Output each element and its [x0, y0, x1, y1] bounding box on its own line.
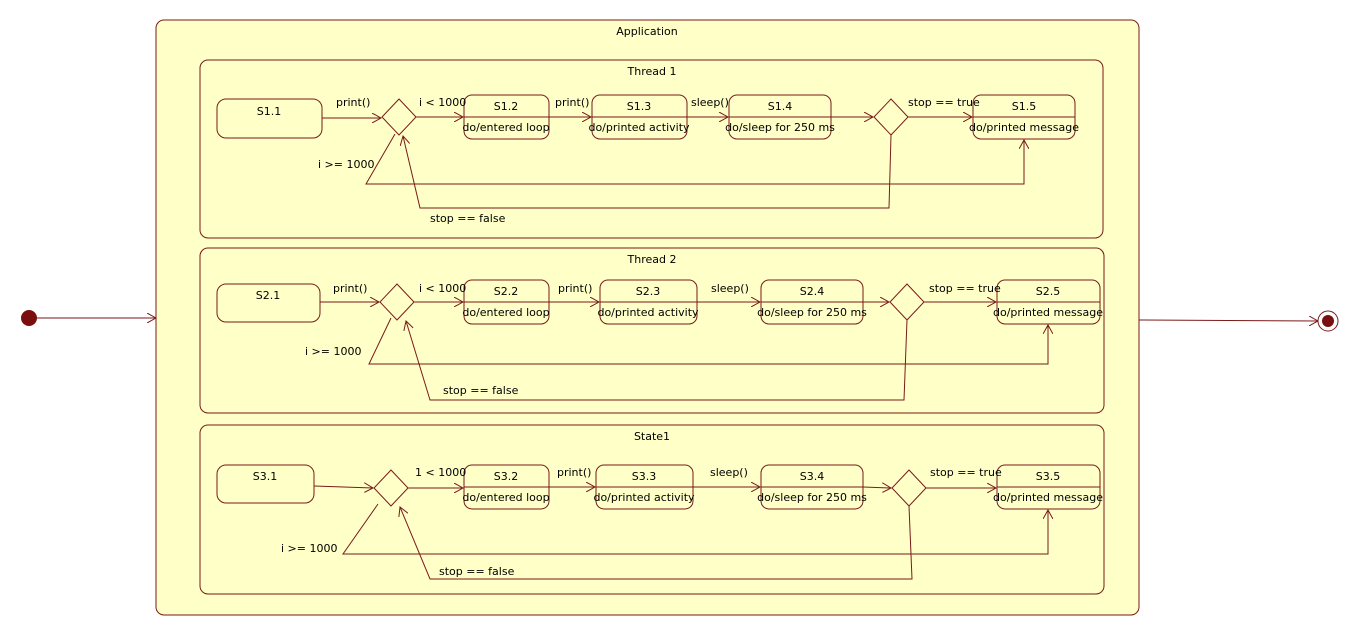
region-thread-1: Thread 1 S1.1 S1.2 do/entered loop S1.3 … — [199, 59, 1104, 239]
state-s3-3-activity: do/printed activity — [593, 491, 695, 504]
choice-3-1[interactable] — [373, 469, 409, 507]
choice-2-1[interactable] — [379, 283, 415, 321]
state-s2-1-name: S2.1 — [256, 289, 280, 302]
thread-1-label-stop-false: stop == false — [430, 212, 506, 225]
thread-1-label-exit: i >= 1000 — [318, 158, 374, 171]
state-s1-5-name: S1.5 — [1012, 100, 1036, 113]
region-thread-2: Thread 2 S2.1 S2.2 do/entered loop S2.3 … — [199, 247, 1105, 414]
state1-label-exit: i >= 1000 — [281, 542, 337, 555]
state-s2-5-activity: do/printed message — [993, 306, 1103, 319]
thread-1-label-print2: print() — [555, 96, 589, 109]
state-s3-1[interactable] — [216, 464, 315, 504]
state1-label-cond: 1 < 1000 — [415, 466, 466, 479]
initial-node[interactable] — [21, 310, 37, 326]
state-s2-3-activity: do/printed activity — [597, 306, 699, 319]
thread-1-label-print1: print() — [336, 96, 370, 109]
state-s3-4-activity: do/sleep for 250 ms — [757, 491, 867, 504]
thread-2-label-exit: i >= 1000 — [305, 345, 361, 358]
state-s1-2-name: S1.2 — [494, 100, 518, 113]
final-node[interactable] — [1322, 315, 1334, 327]
thread-2-title: Thread 2 — [627, 253, 677, 266]
thread-1-label-sleep: sleep() — [691, 96, 729, 109]
state-s3-5-activity: do/printed message — [993, 491, 1103, 504]
state-s3-2-activity: do/entered loop — [462, 491, 549, 504]
state-s1-4-name: S1.4 — [768, 100, 792, 113]
state-s2-2-activity: do/entered loop — [462, 306, 549, 319]
state-s1-3-activity: do/printed activity — [588, 121, 690, 134]
state-s2-5-name: S2.5 — [1036, 285, 1060, 298]
state-s2-4-activity: do/sleep for 250 ms — [757, 306, 867, 319]
state1-label-print2: print() — [557, 466, 591, 479]
state-s3-4-name: S3.4 — [800, 470, 824, 483]
region-state1: State1 S3.1 S3.2 do/entered loop S3.3 do… — [199, 424, 1105, 595]
choice-1-1[interactable] — [381, 98, 417, 136]
thread-2-label-cond: i < 1000 — [419, 282, 466, 295]
thread-2-label-print1: print() — [333, 282, 367, 295]
thread-1-label-stop-true: stop == true — [908, 96, 980, 109]
thread-2-label-stop-true: stop == true — [929, 282, 1001, 295]
thread-2-label-print2: print() — [558, 282, 592, 295]
thread-2-label-sleep: sleep() — [711, 282, 749, 295]
state-s1-5-activity: do/printed message — [969, 121, 1079, 134]
state-s2-2-name: S2.2 — [494, 285, 518, 298]
state-s2-1[interactable] — [216, 283, 321, 323]
state1-label-stop-true: stop == true — [930, 466, 1002, 479]
state-s2-4-name: S2.4 — [800, 285, 824, 298]
thread-1-region[interactable] — [199, 59, 1104, 239]
state1-title: State1 — [634, 430, 670, 443]
state-s1-4-activity: do/sleep for 250 ms — [725, 121, 835, 134]
state-s3-1-name: S3.1 — [253, 470, 277, 483]
state-s1-1-name: S1.1 — [257, 105, 281, 118]
state-s3-3-name: S3.3 — [632, 470, 656, 483]
state-s2-3-name: S2.3 — [636, 285, 660, 298]
state-s1-2-activity: do/entered loop — [462, 121, 549, 134]
final-transition — [1138, 320, 1318, 321]
thread-1-title: Thread 1 — [627, 65, 677, 78]
application-title: Application — [616, 25, 677, 38]
thread-2-label-stop-false: stop == false — [443, 384, 519, 397]
thread-1-label-cond: i < 1000 — [419, 96, 466, 109]
thread-2-region[interactable] — [199, 247, 1105, 414]
state-s1-3-name: S1.3 — [627, 100, 651, 113]
state-s3-2-name: S3.2 — [494, 470, 518, 483]
state1-label-stop-false: stop == false — [439, 565, 515, 578]
state-s3-5-name: S3.5 — [1036, 470, 1060, 483]
state1-label-sleep: sleep() — [710, 466, 748, 479]
